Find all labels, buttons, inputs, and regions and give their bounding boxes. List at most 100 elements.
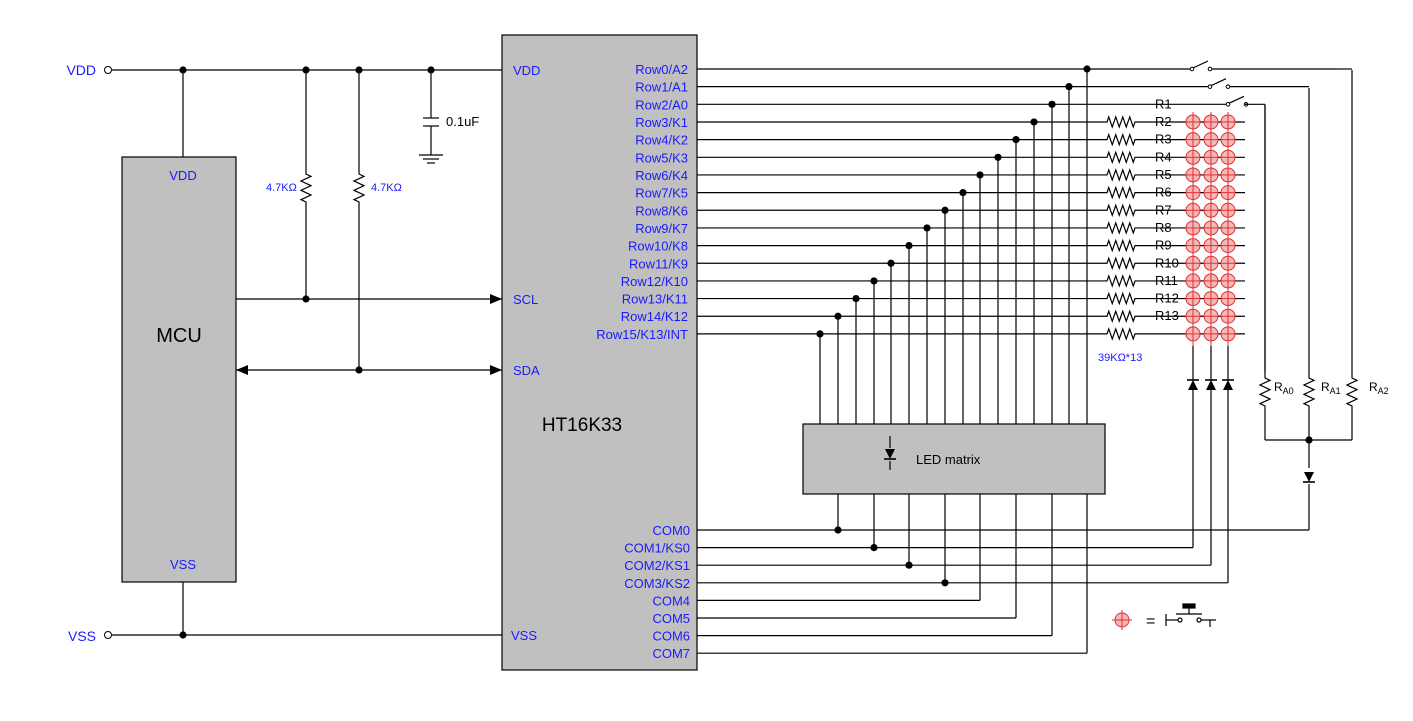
- key-resistor: [1103, 203, 1139, 218]
- junction-dot: [1012, 136, 1020, 144]
- vdd-rail-label: VDD: [66, 62, 96, 78]
- wire: [1210, 78, 1227, 87]
- key-diode: [1206, 380, 1216, 390]
- address-resistor: [1345, 372, 1359, 412]
- junction-dot: [941, 206, 949, 214]
- junction-dot: [905, 561, 913, 569]
- row-pin-label: Row11/K9: [629, 256, 688, 271]
- row-pin-label: Row6/K4: [635, 168, 688, 183]
- junction-dot: [355, 66, 363, 74]
- led-matrix-block: [802, 423, 1106, 495]
- key-resistor: [1103, 238, 1139, 253]
- key-resistor: [1103, 168, 1139, 182]
- key-resistor: [1103, 256, 1139, 271]
- row-pin-label: Row10/K8: [628, 239, 688, 254]
- sda-arrow-right: [490, 365, 502, 375]
- switch-contact: [1207, 66, 1213, 72]
- key-resistor: [1103, 274, 1139, 288]
- key-resistor: [1103, 185, 1139, 200]
- wire: [1192, 60, 1209, 69]
- chip-title: HT16K33: [542, 415, 622, 436]
- ra0-label: RA0: [1274, 380, 1294, 396]
- chip-vss-pin: VSS: [511, 628, 537, 643]
- mcu-vss-pin: VSS: [170, 557, 196, 572]
- switch-contact: [1225, 84, 1231, 89]
- row-pin-labels: Row0/A2Row1/A1Row2/A0Row3/K1Row4/K2Row5/…: [596, 62, 688, 342]
- pullup-scl: [299, 168, 313, 208]
- key-resistor-label: R6: [1155, 185, 1172, 200]
- junction-dot: [355, 366, 363, 374]
- junction-dot: [941, 579, 949, 587]
- key-resistor-label: R9: [1155, 238, 1172, 253]
- vss-rail-label: VSS: [68, 628, 96, 644]
- junction-dot: [302, 66, 310, 74]
- key-resistor: [1103, 150, 1139, 165]
- pullup-sda: [352, 168, 366, 208]
- key-resistor-label: R7: [1155, 202, 1172, 217]
- key-resistor: [1103, 115, 1139, 129]
- junction-dot: [976, 171, 984, 179]
- capacitor-label: 0.1uF: [446, 114, 479, 129]
- key-resistor-label: R2: [1155, 114, 1172, 129]
- junction-dot: [923, 224, 931, 232]
- key-resistor-label: R12: [1155, 291, 1179, 306]
- junction-dot: [959, 189, 967, 197]
- switch-contact: [1189, 66, 1195, 72]
- legend-equals: =: [1146, 613, 1155, 630]
- address-resistor: [1258, 372, 1272, 412]
- key-resistor-label: R5: [1155, 167, 1172, 182]
- key-resistor-value: 39KΩ*13: [1098, 352, 1142, 364]
- junction-dot: [852, 294, 860, 303]
- mcu-block: [121, 156, 237, 583]
- sda-arrow-left: [236, 365, 248, 375]
- key-matrix: [1185, 112, 1236, 346]
- key-resistor: [1103, 132, 1139, 147]
- junction-dot: [870, 277, 878, 285]
- com-pin-label: COM4: [652, 593, 690, 608]
- switch-contact: [1225, 102, 1231, 107]
- chip-scl-pin: SCL: [513, 292, 538, 307]
- row-pin-label: Row0/A2: [635, 62, 688, 77]
- pullup-scl-label: 4.7KΩ: [266, 182, 297, 194]
- chip-vdd-pin: VDD: [513, 63, 540, 78]
- switch-contact: [1207, 84, 1213, 89]
- address-resistor: [1302, 372, 1316, 412]
- junction-dot: [1083, 65, 1091, 73]
- row-pin-label: Row13/K11: [622, 292, 688, 307]
- key-resistor-label: R10: [1155, 255, 1179, 270]
- row-pin-label: Row9/K7: [635, 221, 688, 236]
- junction-dot: [834, 526, 842, 534]
- row-pin-label: Row5/K3: [635, 150, 688, 165]
- row-pin-label: Row4/K2: [635, 133, 688, 148]
- key-resistor: [1103, 221, 1139, 235]
- row-pin-label: Row15/K13/INT: [596, 327, 688, 342]
- key-resistor: [1103, 327, 1139, 341]
- pullup-sda-label: 4.7KΩ: [371, 182, 402, 194]
- com-pin-label: COM2/KS1: [624, 558, 690, 573]
- key-resistor-label: R13: [1155, 308, 1179, 323]
- key-diode: [1223, 380, 1233, 390]
- junction-dot: [179, 66, 187, 74]
- row-pin-label: Row3/K1: [635, 115, 688, 130]
- junction-dot: [870, 544, 878, 552]
- ra2-label: RA2: [1369, 380, 1389, 396]
- com-pin-label: COM1/KS0: [624, 541, 690, 556]
- wire: [1228, 95, 1245, 104]
- vss-terminal: [104, 631, 112, 639]
- key-resistor-label: R1: [1155, 96, 1172, 111]
- key-resistor-label: R4: [1155, 149, 1172, 164]
- junction-dot: [905, 242, 913, 250]
- junction-dot: [834, 312, 842, 320]
- wiring: [112, 60, 1359, 654]
- com-pin-label: COM6: [652, 629, 690, 644]
- com-pin-label: COM3/KS2: [624, 576, 690, 591]
- address-diode: [1304, 472, 1314, 482]
- scl-arrow: [490, 294, 502, 304]
- key-diode: [1188, 380, 1198, 390]
- com-pin-label: COM0: [652, 523, 690, 538]
- row-pin-label: Row1/A1: [635, 80, 688, 95]
- ht16k33-block: [501, 34, 698, 671]
- junction-dots: [179, 65, 1313, 639]
- junction-dot: [816, 330, 824, 338]
